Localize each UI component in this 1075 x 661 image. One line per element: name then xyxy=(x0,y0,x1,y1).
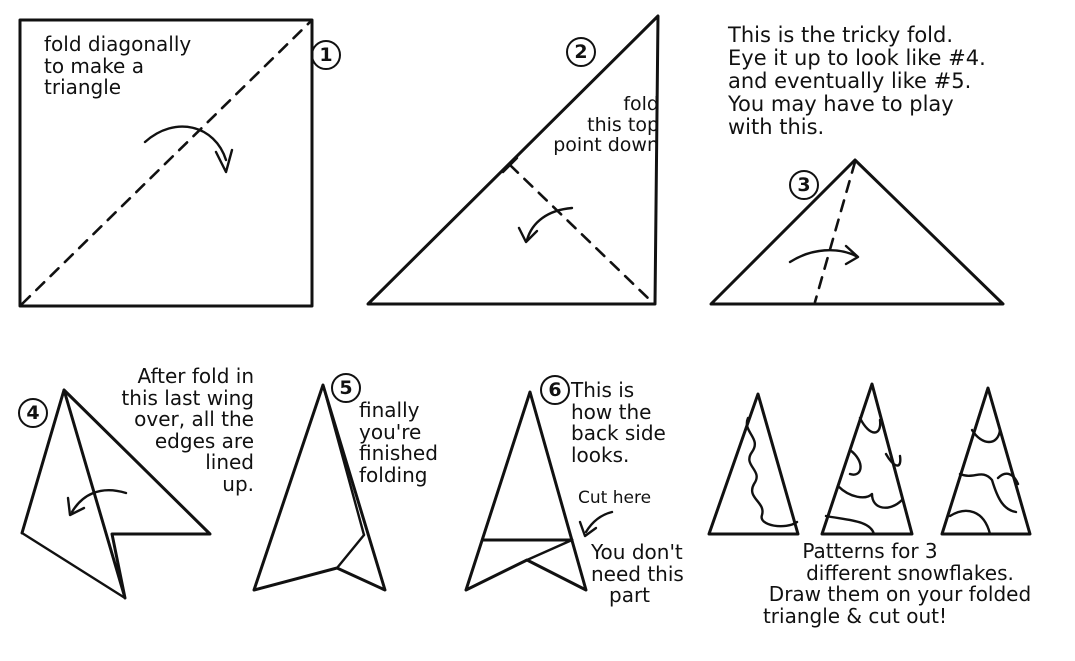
patterns-line: Patterns for 3 xyxy=(802,539,938,563)
step6-line: This is xyxy=(571,378,635,402)
step3-line: This is the tricky fold. xyxy=(728,23,954,47)
step2-number: 2 xyxy=(566,37,596,67)
step6-line: back side xyxy=(571,421,666,446)
step6-cut-label: Cut here xyxy=(578,488,652,508)
step1-number: 1 xyxy=(311,40,341,70)
step1-line: triangle xyxy=(44,75,122,100)
step3-instruction: This is the tricky fold. Eye it up to lo… xyxy=(728,23,986,140)
step6-instruction: This is how the back side looks. xyxy=(571,378,666,467)
step4-line: edges are xyxy=(154,428,254,453)
pattern-c-figure xyxy=(940,386,1032,536)
step6-number: 6 xyxy=(540,375,570,405)
step2-line: fold xyxy=(623,93,659,115)
step4-line: over, all the xyxy=(134,407,254,432)
step3-line: Eye it up to look like #4. xyxy=(728,46,986,71)
pattern-a-figure xyxy=(707,392,800,536)
step3-number: 3 xyxy=(789,170,819,200)
step4-number: 4 xyxy=(18,398,48,428)
step4-line: After fold in xyxy=(137,364,254,388)
step1-line: to make a xyxy=(44,53,144,78)
step3-line: and eventually like #5. xyxy=(728,69,972,94)
step5-line: finally xyxy=(359,398,420,422)
step3-triangle-figure xyxy=(709,158,1005,306)
step2-triangle-figure xyxy=(366,14,660,306)
step6-discard-line: part xyxy=(609,583,651,608)
step6-discard-line: need this xyxy=(591,561,684,586)
pattern-b-figure xyxy=(820,382,914,536)
step1-line: fold diagonally xyxy=(44,32,192,56)
step5-line: folding xyxy=(359,462,428,487)
patterns-line: different snowflakes. xyxy=(806,560,1014,585)
step5-line: finished xyxy=(359,441,438,466)
step3-line: You may have to play xyxy=(728,92,954,117)
step1-square-figure xyxy=(18,18,314,308)
step4-line: lined xyxy=(205,450,254,475)
step3-line: with this. xyxy=(728,115,825,140)
step6-discard-line: You don't xyxy=(591,540,683,564)
patterns-line: Draw them on your folded xyxy=(768,582,1032,607)
step4-line: this last wing xyxy=(121,385,254,410)
step5-instruction: finally you're finished folding xyxy=(359,398,438,487)
patterns-caption: Patterns for 3 different snowflakes. Dra… xyxy=(730,539,1070,628)
step2-line: point down xyxy=(553,134,659,157)
step5-number: 5 xyxy=(331,373,361,403)
step1-instruction: fold diagonally to make a triangle xyxy=(44,32,192,100)
step6-line: how the xyxy=(571,399,652,424)
step6-backside-figure xyxy=(464,390,614,592)
step6-discard-note: You don't need this part xyxy=(591,540,684,608)
step4-instruction: After fold in this last wing over, all t… xyxy=(78,364,254,496)
step6-line: looks. xyxy=(571,442,630,467)
step4-line: up. xyxy=(222,471,254,496)
step2-line: this top xyxy=(587,113,659,136)
step4-folded-figure xyxy=(20,388,212,600)
step5-line: you're xyxy=(359,419,422,444)
step5-folded-figure xyxy=(252,383,387,592)
patterns-line: triangle & cut out! xyxy=(762,603,948,628)
step2-instruction: fold this top point down xyxy=(541,94,659,156)
